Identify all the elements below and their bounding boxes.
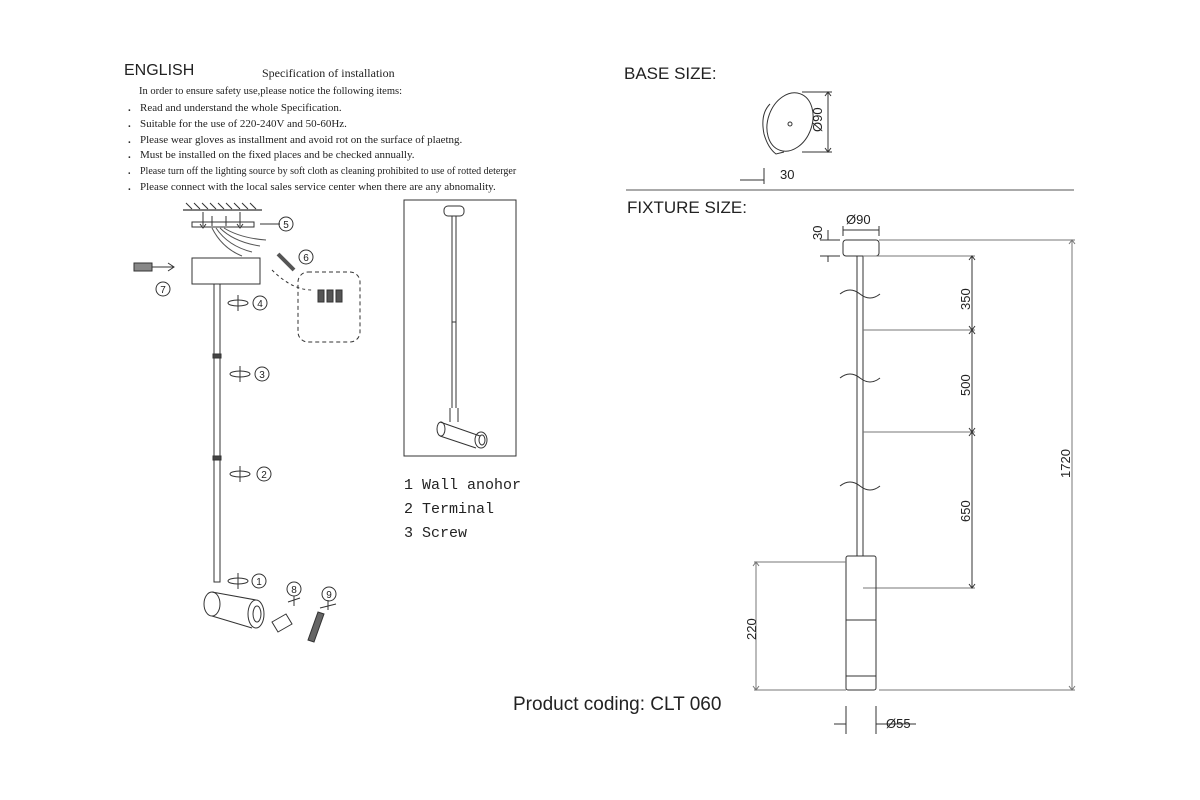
screw-marker-4 bbox=[227, 295, 268, 311]
head-dia-dim bbox=[834, 706, 916, 734]
legend-item: 3 Screw bbox=[404, 525, 468, 542]
product-coding: Product coding: CLT 060 bbox=[513, 694, 722, 715]
segment-3-label: 650 bbox=[958, 500, 973, 522]
fixture-preview bbox=[403, 199, 517, 457]
fixture-rod bbox=[856, 256, 864, 556]
callout-4: 4 bbox=[257, 299, 263, 310]
base-height-label: 30 bbox=[780, 167, 794, 182]
callout-9: 9 bbox=[326, 590, 332, 601]
preview-frame bbox=[403, 199, 517, 457]
bullet: . bbox=[128, 180, 131, 193]
rod-segment-mid bbox=[213, 357, 221, 457]
rule-text: Read and understand the whole Specificat… bbox=[140, 102, 342, 114]
terminal-detail-box bbox=[297, 271, 361, 343]
callout-2: 2 bbox=[261, 470, 267, 481]
bullet: . bbox=[128, 117, 131, 130]
terminal-screwdriver bbox=[276, 249, 314, 272]
bullet: . bbox=[128, 149, 131, 162]
spot-head bbox=[203, 591, 265, 629]
preview-canopy bbox=[443, 205, 465, 217]
installation-diagram bbox=[133, 202, 361, 643]
callout-6: 6 bbox=[303, 253, 309, 264]
base-dim-height bbox=[740, 168, 765, 184]
base-top-face bbox=[766, 92, 814, 152]
callout-5: 5 bbox=[283, 220, 289, 231]
ceiling-hatch bbox=[183, 202, 262, 211]
base-dim-diameter bbox=[802, 91, 832, 153]
screw-marker-1 bbox=[227, 573, 267, 589]
bullet: . bbox=[128, 133, 131, 146]
preview-head bbox=[436, 408, 488, 449]
callout-1: 1 bbox=[256, 577, 262, 588]
rod-break bbox=[839, 289, 881, 491]
intro-text: In order to ensure safety use,please not… bbox=[139, 86, 403, 97]
wall-anchor-right bbox=[236, 212, 244, 229]
rule-text: Must be installed on the fixed places an… bbox=[140, 149, 415, 162]
spec-title: Specification of installation bbox=[262, 66, 395, 80]
fixture-canopy bbox=[842, 239, 880, 257]
bullet: . bbox=[128, 166, 131, 178]
side-screw bbox=[133, 262, 175, 297]
rule-item: . Please connect with the local sales ser… bbox=[128, 180, 516, 196]
preview-rod bbox=[451, 216, 457, 408]
cable-bundle bbox=[211, 227, 267, 257]
segment-extension bbox=[863, 255, 975, 589]
rule-text: Suitable for the use of 220-240V and 50-… bbox=[140, 117, 347, 130]
rod-segment-top bbox=[213, 283, 221, 357]
base-drawing bbox=[740, 91, 832, 184]
detail-leader bbox=[271, 269, 313, 291]
parts-legend: 1 Wall anohor 2 Terminal 3 Screw bbox=[404, 474, 521, 546]
legend-item: 2 Terminal bbox=[404, 501, 495, 518]
canopy-diameter-label: Ø90 bbox=[846, 212, 871, 227]
language-heading: ENGLISH bbox=[124, 62, 195, 79]
segment-dim-line bbox=[968, 255, 976, 589]
safety-rules-list: . Read and understand the whole Specifica… bbox=[128, 101, 516, 196]
fixture-drawing bbox=[752, 226, 1076, 734]
rule-item: . Suitable for the use of 220-240V and 50… bbox=[128, 117, 516, 133]
fixture-canopy-dia-dim bbox=[842, 226, 880, 236]
bulb bbox=[271, 581, 302, 633]
head-height-label: 220 bbox=[744, 618, 759, 640]
rule-item: . Read and understand the whole Specifica… bbox=[128, 101, 516, 117]
lens-ring bbox=[307, 586, 337, 643]
rod-coupling bbox=[212, 455, 222, 461]
fixture-size-title: FIXTURE SIZE: bbox=[627, 198, 747, 217]
bullet: . bbox=[128, 102, 131, 114]
base-side bbox=[762, 103, 785, 155]
base-diameter-label: Ø90 bbox=[810, 107, 825, 132]
wall-anchor-left bbox=[199, 212, 207, 229]
rule-text: Please turn off the lighting source by s… bbox=[140, 166, 517, 178]
base-size-title: BASE SIZE: bbox=[624, 64, 717, 83]
callout-8: 8 bbox=[291, 585, 297, 596]
rule-text: Please connect with the local sales serv… bbox=[140, 180, 496, 193]
rule-item: . Must be installed on the fixed places a… bbox=[128, 148, 516, 164]
mounting-plate bbox=[191, 221, 255, 228]
segment-2-label: 500 bbox=[958, 374, 973, 396]
legend-item: 1 Wall anohor bbox=[404, 477, 522, 494]
total-length-label: 1720 bbox=[1058, 449, 1073, 478]
fixture-dim-labels: Ø90 30 350 500 650 1720 220 Ø55 bbox=[744, 212, 1073, 731]
callout-7: 7 bbox=[160, 285, 166, 296]
rule-item: . Please turn off the lighting source by … bbox=[128, 164, 516, 180]
screw-marker-3 bbox=[229, 366, 270, 382]
head-diameter-label: Ø55 bbox=[886, 716, 911, 731]
canopy-box bbox=[191, 257, 261, 285]
total-dim-line bbox=[879, 239, 1076, 691]
screw-marker-2 bbox=[229, 466, 272, 482]
head-dim-line bbox=[752, 561, 846, 691]
rule-text: Please wear gloves as installment and av… bbox=[140, 133, 463, 146]
callout-3: 3 bbox=[259, 370, 265, 381]
callout-labels: 4 3 2 1 5 6 7 8 9 bbox=[160, 220, 332, 601]
rod-segment-bottom bbox=[213, 459, 221, 583]
fixture-canopy-dim bbox=[820, 230, 840, 262]
canopy-height-label: 30 bbox=[810, 226, 825, 240]
fixture-head bbox=[845, 555, 877, 691]
segment-1-label: 350 bbox=[958, 288, 973, 310]
rule-item: . Please wear gloves as installment and a… bbox=[128, 133, 516, 149]
rod-coupling bbox=[212, 353, 222, 359]
